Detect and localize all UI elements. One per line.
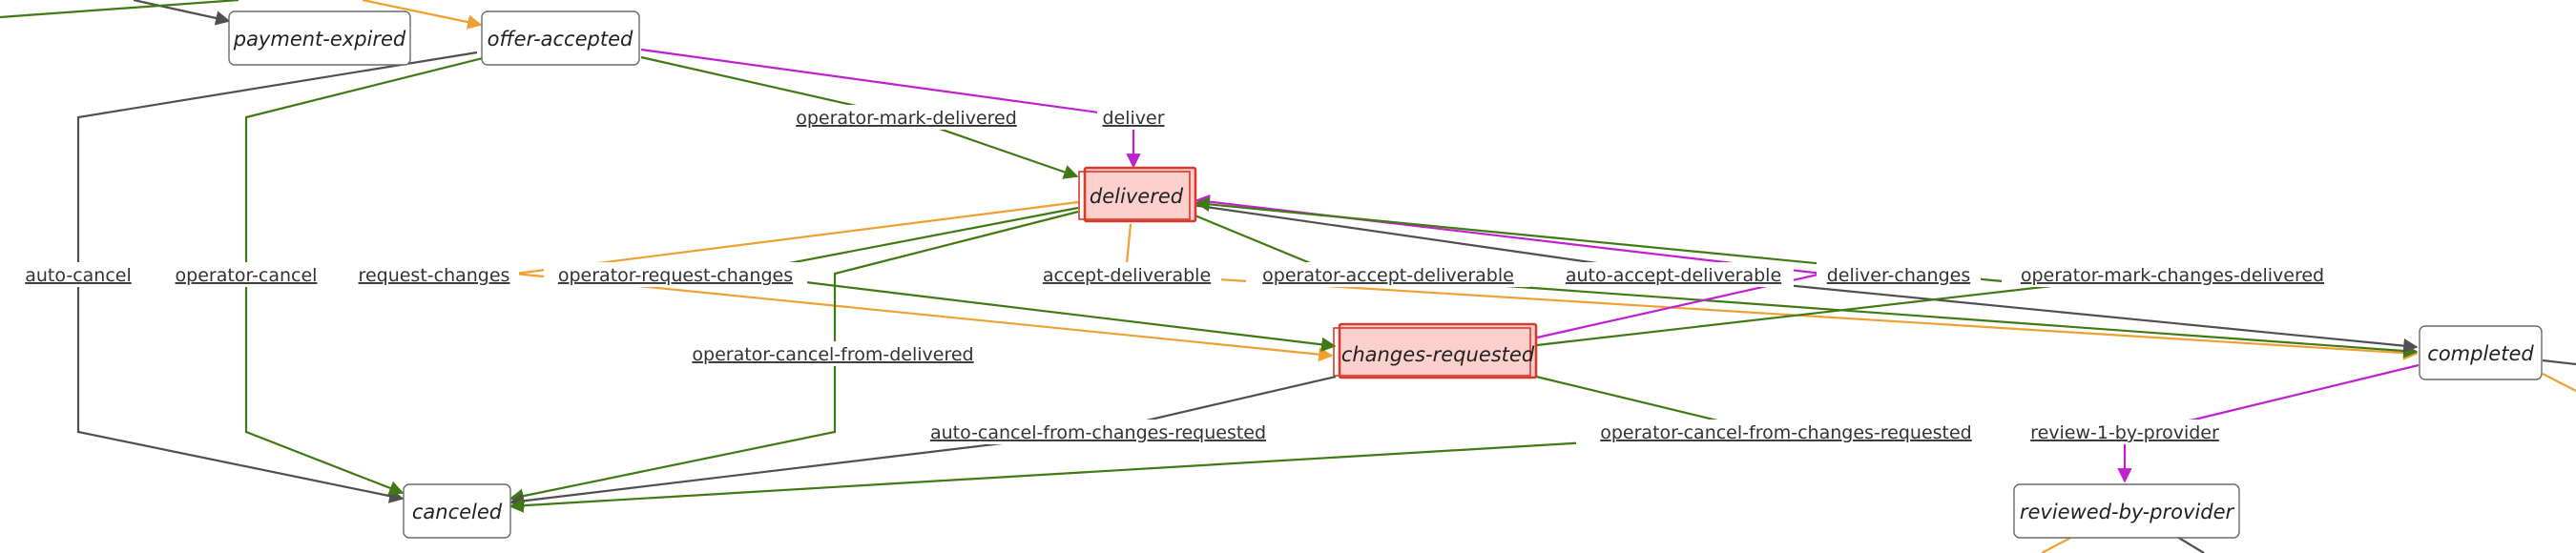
edge-label-auto-cancel-from-changes-requested: auto-cancel-from-changes-requested	[930, 422, 1266, 443]
node-label: offer-accepted	[488, 28, 634, 51]
edge-label-operator-cancel: operator-cancel	[176, 265, 318, 286]
edge-label-deliver-changes: deliver-changes	[1827, 265, 1971, 286]
edge-accept-deliverable	[1124, 223, 2419, 360]
node-label: reviewed-by-provider	[2020, 501, 2235, 523]
node-label: payment-expired	[233, 28, 406, 51]
node-completed[interactable]: completed	[2419, 325, 2543, 380]
edge-label-operator-cancel-from-delivered: operator-cancel-from-delivered	[692, 344, 973, 365]
edge-label-operator-mark-changes-delivered: operator-mark-changes-delivered	[2021, 265, 2324, 286]
node-changes-requested[interactable]: changes-requested	[1333, 322, 1538, 379]
edge-label-operator-accept-deliverable: operator-accept-deliverable	[1262, 265, 1514, 286]
edge-label-operator-cancel-from-changes-requested: operator-cancel-from-changes-requested	[1600, 422, 1971, 443]
edge-label-operator-mark-delivered: operator-mark-delivered	[796, 108, 1017, 129]
edge-outgoing-completed-orange	[2542, 373, 2576, 392]
node-label: changes-requested	[1341, 343, 1535, 366]
node-offer-accepted[interactable]: offer-accepted	[481, 10, 640, 66]
edge-label-accept-deliverable: accept-deliverable	[1043, 265, 1211, 286]
edge-label-deliver: deliver	[1102, 108, 1164, 129]
node-delivered[interactable]: delivered	[1078, 166, 1197, 223]
edge-outgoing-reviewed-orange	[2041, 536, 2073, 553]
nodes: payment-expired offer-accepted delivered…	[228, 10, 2543, 539]
node-label: canceled	[412, 501, 503, 523]
edge-label-review-1-by-provider: review-1-by-provider	[2030, 422, 2219, 443]
node-reviewed-by-provider[interactable]: reviewed-by-provider	[2013, 483, 2240, 539]
node-payment-expired[interactable]: payment-expired	[228, 10, 411, 66]
edge-labels: auto-cancel operator-cancel operator-mar…	[17, 105, 2343, 444]
edge-label-auto-accept-deliverable: auto-accept-deliverable	[1566, 265, 1781, 286]
edge-incoming-payment-expired	[133, 0, 231, 26]
edge-incoming-green-top	[0, 0, 239, 19]
edge-label-operator-request-changes: operator-request-changes	[558, 265, 793, 286]
edge-outgoing-reviewed-gray	[2176, 536, 2205, 553]
edge-label-auto-cancel: auto-cancel	[25, 265, 132, 286]
node-label: delivered	[1090, 185, 1184, 208]
edge-incoming-offer-accepted	[362, 0, 483, 30]
node-label: completed	[2427, 342, 2534, 365]
node-canceled[interactable]: canceled	[403, 483, 511, 539]
edge-outgoing-completed-right	[2542, 358, 2576, 366]
edge-label-request-changes: request-changes	[359, 265, 510, 286]
